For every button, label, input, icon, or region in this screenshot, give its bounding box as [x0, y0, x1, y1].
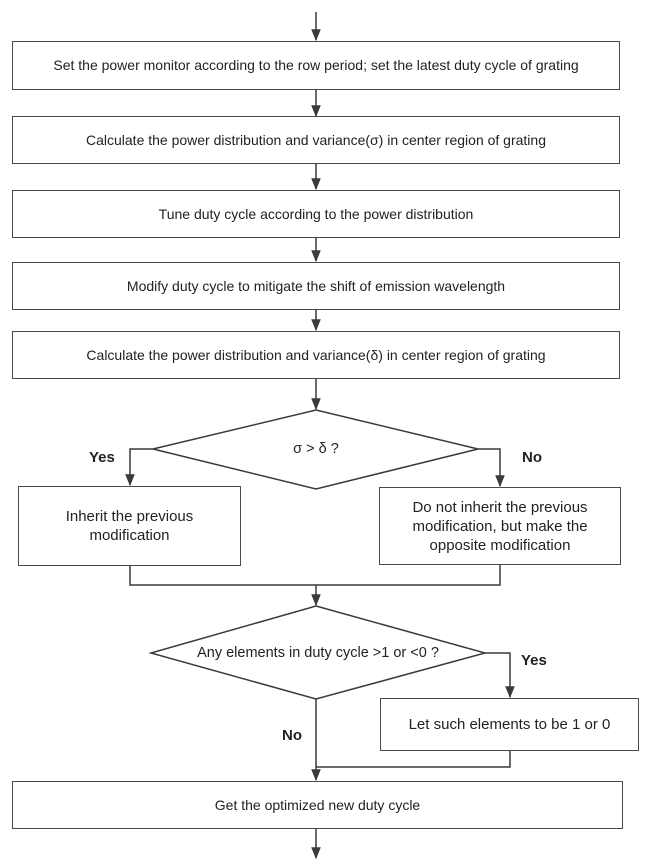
step-calc-variance-sigma: Calculate the power distribution and var… — [12, 116, 620, 164]
step-final-duty-cycle: Get the optimized new duty cycle — [12, 781, 623, 829]
step-inherit-modification: Inherit the previous modification — [18, 486, 241, 566]
decision-2-yes-label: Yes — [521, 652, 547, 669]
step-clamp-elements: Let such elements to be 1 or 0 — [380, 698, 639, 751]
connector-clamp-back — [316, 751, 511, 768]
decision-1-text: σ > δ ? — [293, 441, 339, 457]
step-modify-duty-cycle: Modify duty cycle to mitigate the shift … — [12, 262, 620, 310]
arrow-d1-no — [478, 448, 505, 488]
decision-2-text: Any elements in duty cycle >1 or <0 ? — [197, 645, 439, 661]
decision-1-shape — [152, 409, 479, 490]
step-calc-variance-delta: Calculate the power distribution and var… — [12, 331, 620, 379]
arrow-d1-yes — [125, 448, 153, 487]
decision-2-no-label: No — [282, 727, 302, 744]
step-tune-duty-cycle: Tune duty cycle according to the power d… — [12, 190, 620, 238]
step-opposite-modification: Do not inherit the previous modification… — [379, 487, 621, 565]
merge-left — [129, 565, 501, 586]
decision-1-yes-label: Yes — [89, 449, 115, 466]
arrow-d2-yes — [485, 652, 515, 699]
decision-1-no-label: No — [522, 449, 542, 466]
step-set-power-monitor: Set the power monitor according to the r… — [12, 41, 620, 90]
